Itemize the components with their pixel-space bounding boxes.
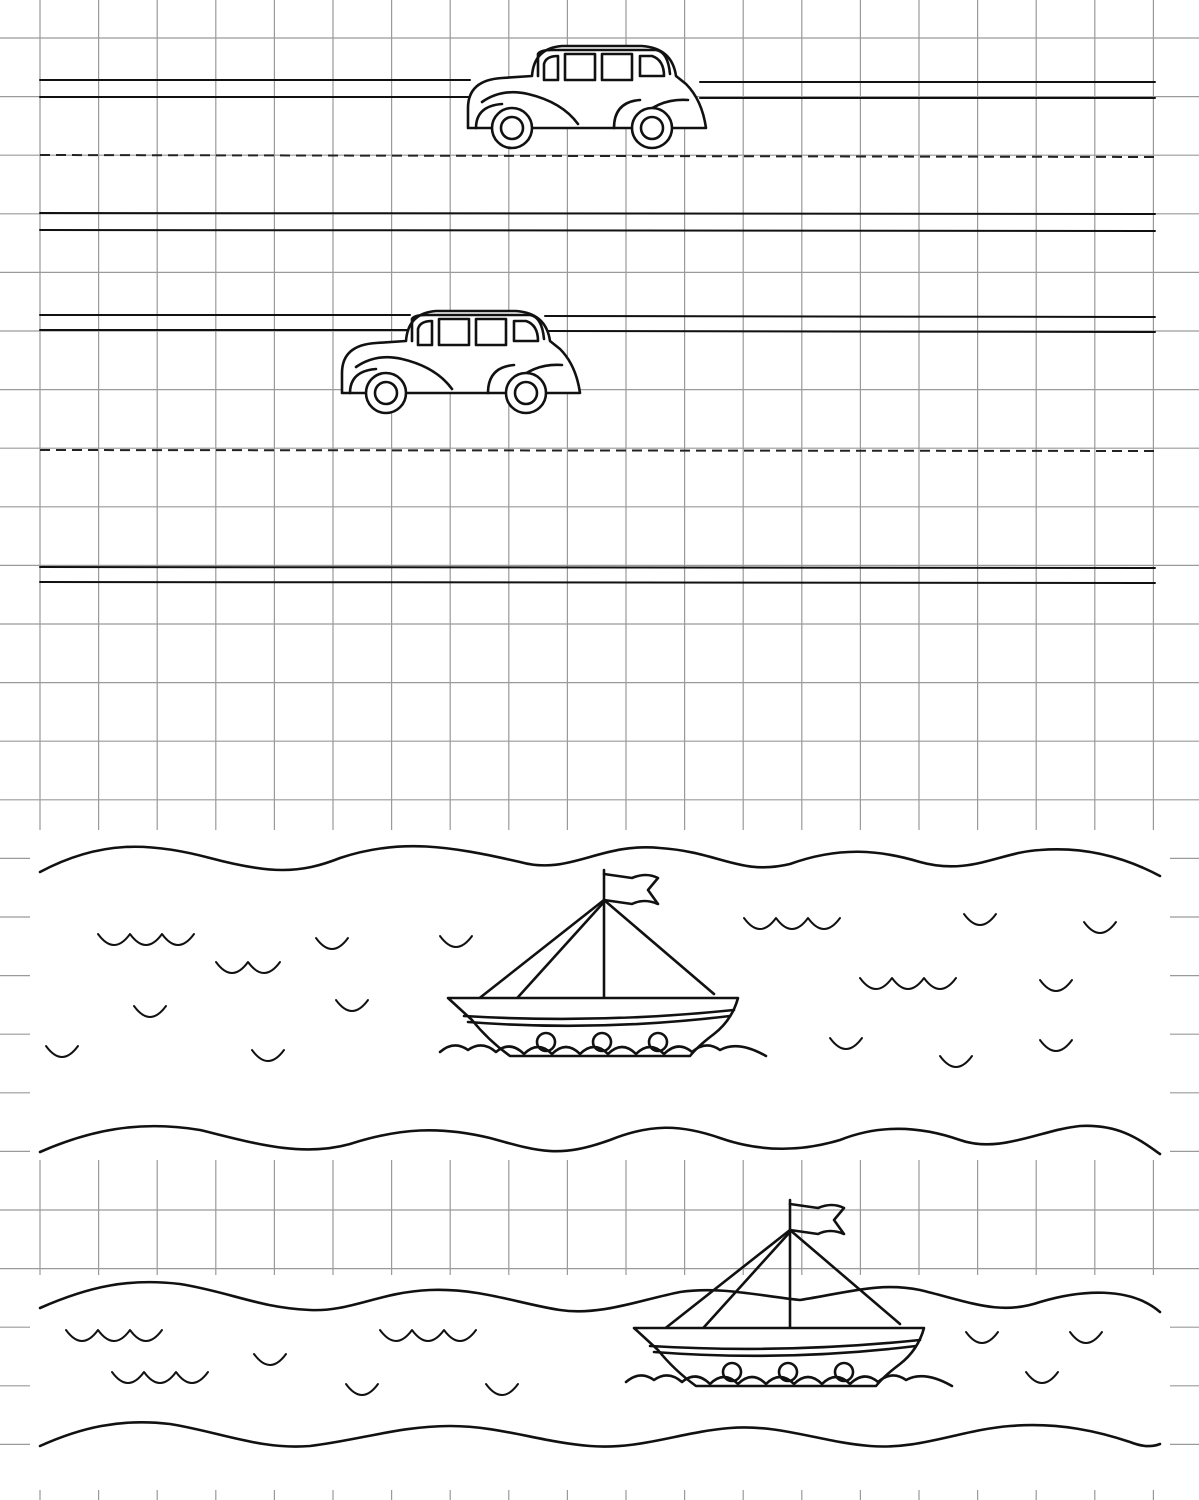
wave-line: [38, 1280, 1162, 1314]
road-line: [39, 212, 1156, 215]
road-line: [544, 330, 1156, 333]
road-line: [39, 566, 1156, 569]
wave-line: [38, 844, 1162, 878]
car-illustration: [340, 309, 582, 415]
road-section: [39, 44, 1156, 584]
dashed-guide-line: [39, 154, 1156, 158]
sea-background: [30, 830, 1170, 1160]
road-line: [39, 229, 1156, 232]
sea-section-bottom: [30, 1198, 1170, 1490]
wave-line: [38, 1420, 1162, 1448]
road-line: [544, 315, 1156, 318]
dashed-guide-line: [39, 449, 1156, 452]
car-illustration: [466, 44, 708, 150]
road-line: [39, 581, 1156, 584]
sea-section-top: [30, 830, 1170, 1160]
wave-line: [38, 1124, 1162, 1156]
